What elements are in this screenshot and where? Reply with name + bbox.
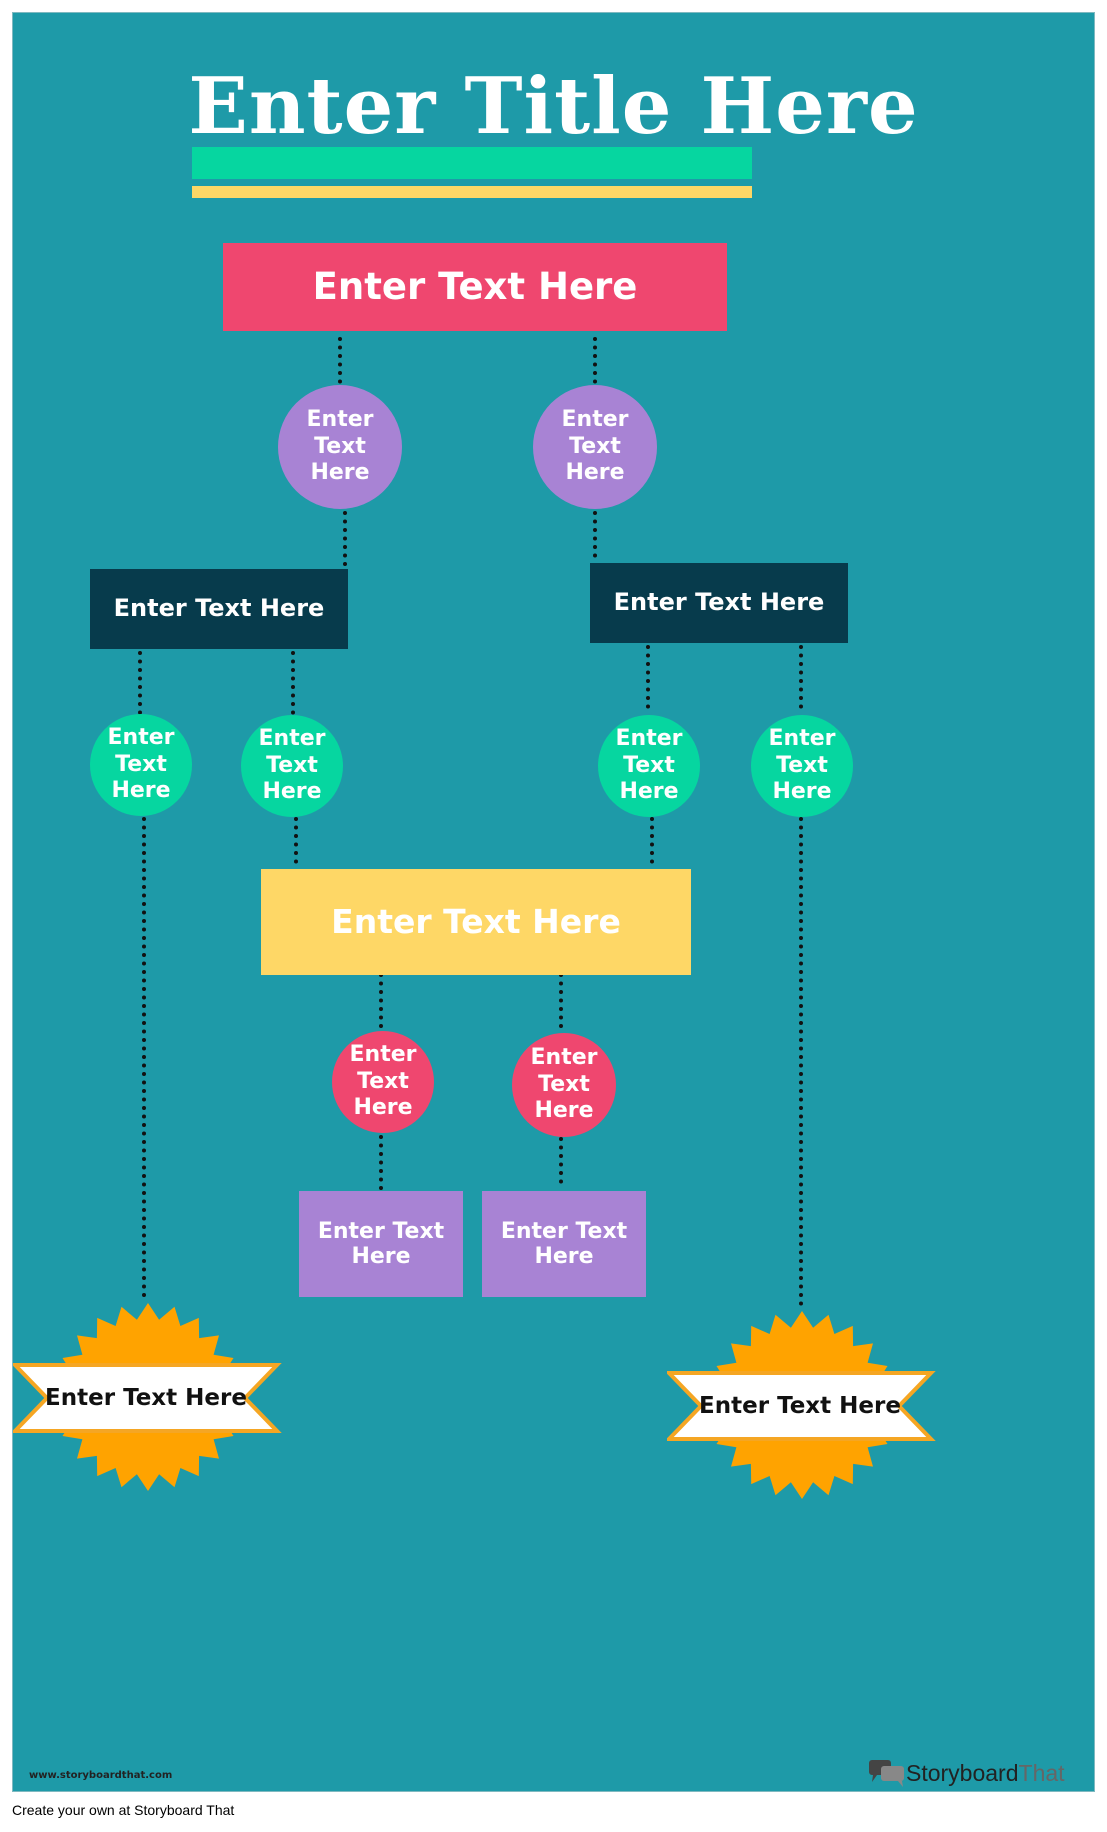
starburst-badge-left xyxy=(13,1303,282,1491)
bottom-box-left: Enter Text Here xyxy=(299,1191,463,1297)
level4-circle-left: Enter Text Here xyxy=(332,1031,434,1133)
speech-bubbles-icon xyxy=(869,1760,904,1787)
level4-circle-right: Enter Text Here xyxy=(512,1033,616,1137)
ribbon-shape xyxy=(667,1371,936,1441)
middle-box: Enter Text Here xyxy=(261,869,691,975)
title-underline-yellow xyxy=(192,186,752,198)
level3-circle-4: Enter Text Here xyxy=(751,715,853,817)
level3-circle-1: Enter Text Here xyxy=(90,714,192,816)
badge-label-left: Enter Text Here xyxy=(45,1385,247,1411)
title-underline-green xyxy=(192,147,752,179)
badge-label-right: Enter Text Here xyxy=(699,1393,901,1419)
bottom-box-right: Enter Text Here xyxy=(482,1191,646,1297)
level1-circle-right: Enter Text Here xyxy=(533,385,657,509)
ribbon-shape xyxy=(13,1363,282,1433)
level3-circle-2: Enter Text Here xyxy=(241,715,343,817)
level2-box-right: Enter Text Here xyxy=(590,563,848,643)
watermark-url: www.storyboardthat.com xyxy=(29,1770,173,1781)
top-box: Enter Text Here xyxy=(223,243,727,331)
starburst-badge-right xyxy=(667,1311,936,1499)
logo-text: StoryboardThat xyxy=(906,1759,1065,1786)
level2-box-left: Enter Text Here xyxy=(90,569,348,649)
level3-circle-3: Enter Text Here xyxy=(598,715,700,817)
poster: Enter Title Here Enter Text Here Enter T… xyxy=(12,12,1095,1792)
page-title: Enter Title Here xyxy=(188,61,919,152)
level1-circle-left: Enter Text Here xyxy=(278,385,402,509)
connector-lines xyxy=(138,337,803,1313)
storyboardthat-logo[interactable]: StoryboardThat xyxy=(868,1758,1065,1788)
footer-credit[interactable]: Create your own at Storyboard That xyxy=(12,1802,235,1818)
